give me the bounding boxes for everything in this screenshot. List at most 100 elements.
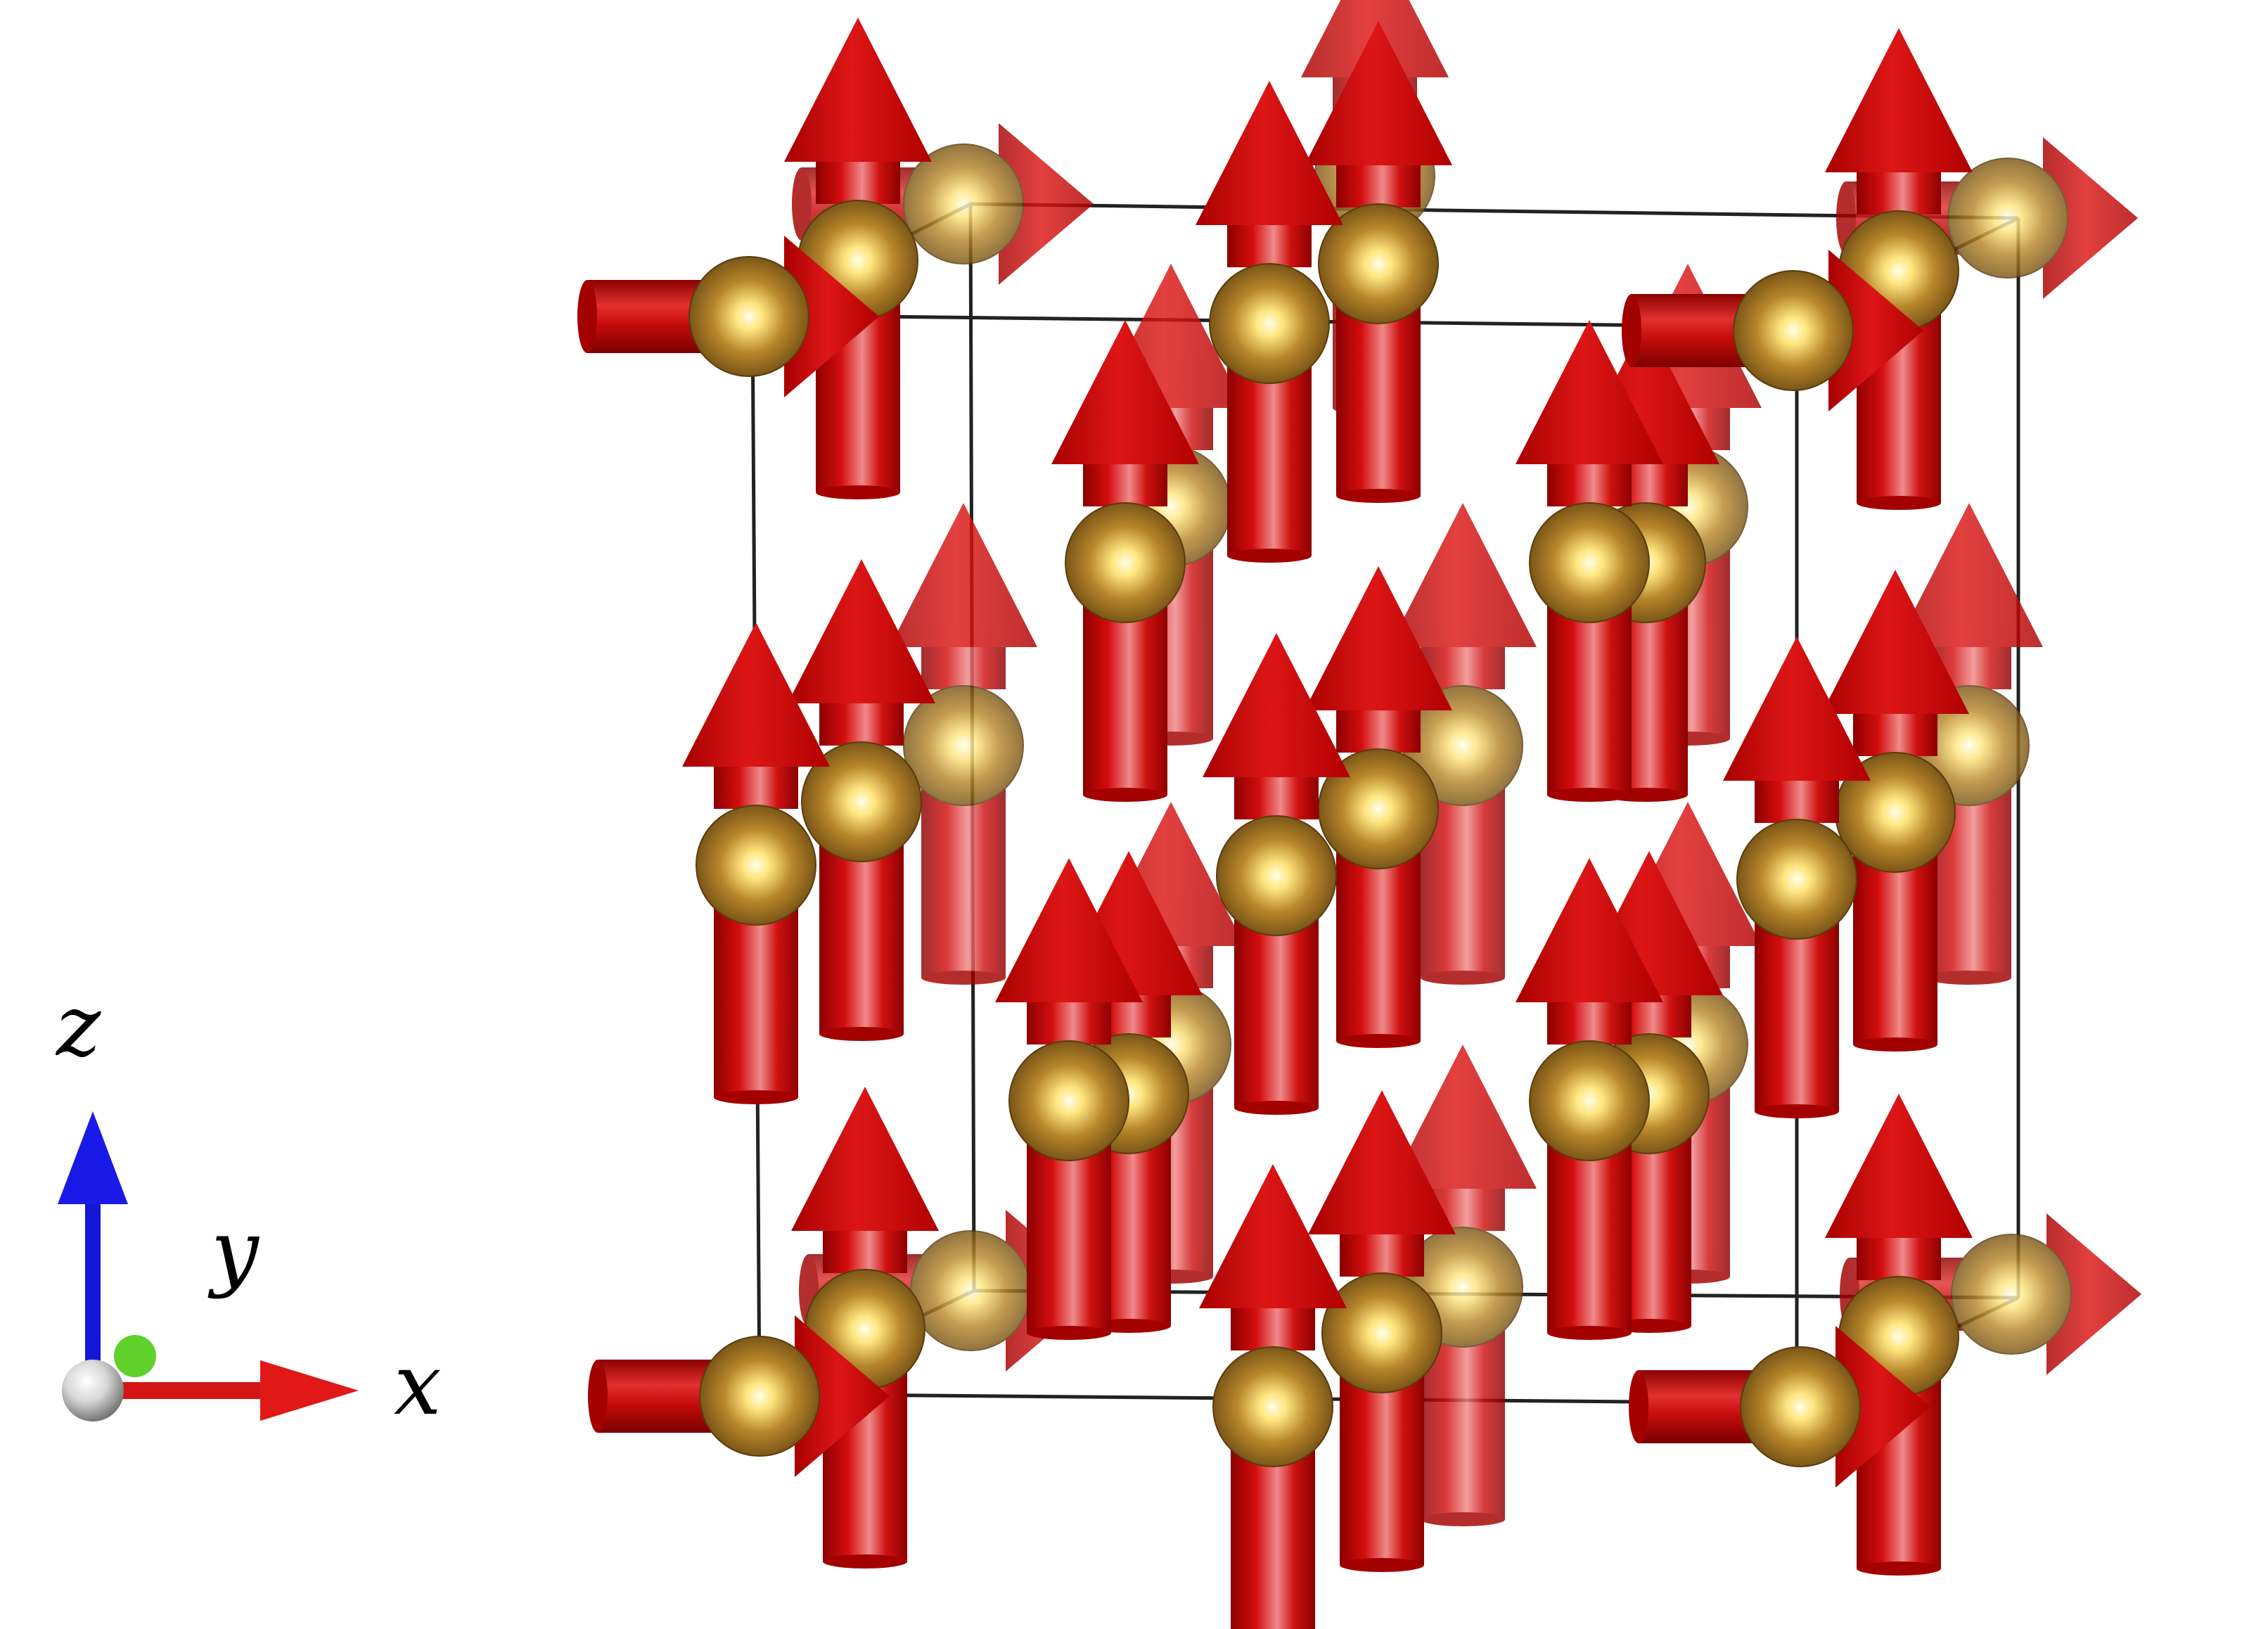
z-axis-label: z: [55, 978, 101, 1075]
spin-shaft-end: [1027, 1326, 1111, 1340]
x-axis-arrow: [105, 1360, 359, 1421]
atom-sphere: [1740, 1346, 1861, 1467]
spin-shaft-end: [819, 1027, 904, 1041]
spin-shaft-end: [823, 1554, 907, 1569]
spin-up-moment: [1723, 637, 1871, 1118]
spin-up-moment: [1305, 21, 1452, 503]
spin-arrowhead: [1835, 1326, 1930, 1488]
spin-up-moment: [1305, 566, 1452, 1048]
spin-up-moment: [1821, 570, 1969, 1052]
spin-arrowhead: [1389, 1045, 1537, 1189]
spin-arrowhead: [890, 503, 1037, 647]
spin-shaft-end: [1927, 971, 2011, 985]
spin-up-moment: [1516, 858, 1663, 1340]
spin-shaft-end: [714, 1090, 798, 1104]
atom-sphere: [1065, 502, 1186, 623]
spin-arrowhead: [784, 236, 879, 397]
spin-arrowhead: [1516, 320, 1663, 464]
atom-sphere: [696, 805, 816, 926]
atom-sphere: [1008, 1040, 1129, 1161]
spin-up-moment: [1051, 320, 1199, 802]
spin-collar: [1027, 1002, 1111, 1045]
spin-up-moment: [1308, 1090, 1456, 1572]
spin-arrowhead: [1305, 566, 1452, 710]
atom-sphere: [1216, 815, 1337, 936]
spin-arrowhead: [1196, 81, 1343, 225]
spin-collar: [1755, 781, 1839, 823]
spin-arrowhead: [682, 622, 830, 767]
atom-sphere: [1529, 502, 1650, 623]
spin-shaft-end: [792, 167, 812, 241]
spin-shaft-end: [1547, 788, 1632, 802]
spin-shaft-end: [1622, 294, 1641, 367]
axis-triad: z y x: [55, 978, 442, 1434]
spin-collar: [1857, 172, 1941, 215]
spin-plus-x-moment: [577, 236, 879, 397]
spin-arrowhead: [1389, 503, 1537, 647]
atom-sphere: [1736, 819, 1857, 940]
spin-up-moment: [791, 1087, 939, 1569]
spin-collar: [1336, 165, 1421, 207]
spin-up-moment: [1199, 1164, 1347, 1629]
spin-arrowhead: [1821, 570, 1969, 714]
spin-shaft-end: [1857, 496, 1941, 510]
x-axis-label: x: [394, 1336, 442, 1434]
spin-shaft-end: [921, 971, 1006, 985]
spin-collar: [1857, 1238, 1941, 1280]
spin-collar: [816, 162, 900, 204]
spin-shaft-end: [1755, 1104, 1839, 1118]
spin-arrowhead: [1895, 503, 2043, 647]
atom-sphere: [1951, 1234, 2072, 1355]
spin-shaft-end: [577, 280, 597, 353]
spin-collar: [1227, 225, 1312, 267]
atom-sphere: [903, 685, 1024, 806]
spin-arrowhead: [791, 1087, 939, 1231]
atom-sphere: [1209, 263, 1330, 384]
spin-arrowhead: [1203, 633, 1350, 777]
spin-up-moment: [682, 622, 830, 1104]
spin-arrowhead: [1516, 858, 1663, 1002]
spin-shaft-end: [1227, 549, 1312, 563]
spin-arrowhead: [795, 1315, 890, 1477]
spin-collar: [1547, 464, 1632, 506]
spin-collar: [1336, 710, 1421, 753]
spin-shaft-end: [1857, 1561, 1941, 1576]
spin-collar: [1083, 464, 1167, 506]
spin-arrowhead: [1199, 1164, 1347, 1308]
spin-up-moment: [1516, 320, 1663, 802]
spin-shaft-end: [1083, 788, 1167, 802]
spin-shaft-end: [1853, 1037, 1937, 1052]
spin-arrowhead: [2046, 1213, 2141, 1375]
origin-sphere: [62, 1360, 124, 1422]
y-axis-stub-icon: [114, 1335, 156, 1377]
spin-shaft-end: [1340, 1558, 1424, 1572]
atom-sphere: [1321, 1272, 1442, 1393]
spin-arrowhead: [1308, 1090, 1456, 1234]
atom-sphere: [903, 143, 1024, 264]
spin-up-moment: [1825, 28, 1973, 510]
spin-shaft-end: [1234, 1101, 1319, 1115]
spin-up-moment: [1825, 1094, 1973, 1576]
spin-collar: [819, 703, 904, 746]
spin-plus-x-moment: [588, 1315, 890, 1477]
spin-shaft-end: [1336, 489, 1421, 503]
spin-arrowhead: [1305, 21, 1452, 165]
spin-collar: [1547, 1002, 1632, 1045]
spin-up-moment: [995, 858, 1143, 1340]
spin-arrowhead: [1828, 250, 1923, 411]
spin-shaft-end: [816, 485, 900, 499]
spin-up-moment: [788, 559, 935, 1041]
spin-shaft-end: [588, 1360, 608, 1433]
spin-arrowhead: [995, 858, 1143, 1002]
spin-plus-x-moment: [1622, 250, 1923, 411]
spin-shaft-end: [1336, 1034, 1421, 1048]
spin-collar: [1231, 1308, 1315, 1350]
atom-sphere: [1318, 203, 1439, 324]
atom-sphere: [1212, 1346, 1333, 1467]
spin-collar: [823, 1231, 907, 1273]
atom-sphere: [699, 1336, 820, 1457]
spin-arrowhead: [788, 559, 935, 703]
spin-up-moment: [1389, 503, 1537, 985]
spin-up-moment: [890, 503, 1037, 985]
